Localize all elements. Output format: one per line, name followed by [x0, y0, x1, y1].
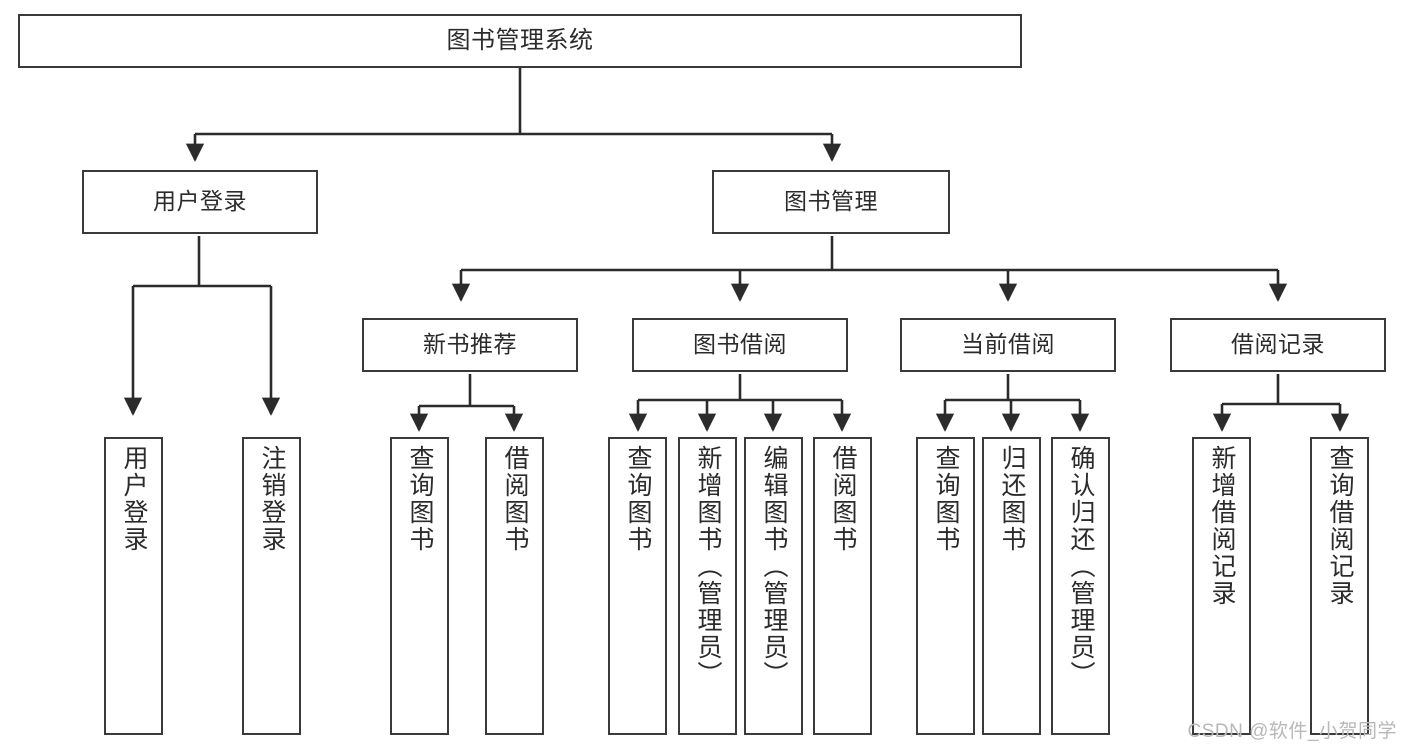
node-new-book-recommend[interactable]: 新书推荐 — [362, 318, 578, 372]
leaf-user-login[interactable]: 用户登录 — [104, 437, 163, 735]
leaf-nb-borrow-books[interactable]: 借阅图书 — [485, 437, 544, 735]
node-label: 用户登录 — [153, 188, 247, 215]
node-label: 确认归还（管理员） — [1067, 445, 1095, 688]
node-label: 查询图书 — [932, 445, 960, 553]
leaf-nb-query-books[interactable]: 查询图书 — [390, 437, 449, 735]
leaf-cb-confirm-return-admin[interactable]: 确认归还（管理员） — [1051, 437, 1110, 735]
node-label: 当前借阅 — [961, 331, 1055, 358]
node-borrow-records[interactable]: 借阅记录 — [1170, 318, 1386, 372]
node-book-management[interactable]: 图书管理 — [712, 170, 950, 234]
node-label: 用户登录 — [120, 445, 148, 553]
node-label: 归还图书 — [998, 445, 1026, 553]
leaf-bb-borrow-books[interactable]: 借阅图书 — [813, 437, 872, 735]
node-current-borrow[interactable]: 当前借阅 — [900, 318, 1116, 372]
node-label: 图书借阅 — [693, 331, 787, 358]
node-label: 注销登录 — [258, 445, 286, 553]
node-label: 借阅图书 — [501, 445, 529, 553]
leaf-br-query-record[interactable]: 查询借阅记录 — [1310, 437, 1369, 735]
node-label: 图书管理 — [784, 188, 878, 215]
leaf-bb-query-books[interactable]: 查询图书 — [608, 437, 667, 735]
node-label: 新书推荐 — [423, 331, 517, 358]
node-label: 编辑图书（管理员） — [760, 445, 788, 688]
node-label: 查询借阅记录 — [1326, 445, 1354, 607]
node-label: 借阅记录 — [1231, 331, 1325, 358]
leaf-cb-query-books[interactable]: 查询图书 — [916, 437, 975, 735]
node-label: 新增借阅记录 — [1208, 445, 1236, 607]
csdn-watermark: CSDN @软件_小贺同学 — [1187, 721, 1397, 742]
node-label: 查询图书 — [624, 445, 652, 553]
node-book-borrow[interactable]: 图书借阅 — [632, 318, 848, 372]
leaf-bb-add-book-admin[interactable]: 新增图书（管理员） — [678, 437, 737, 735]
leaf-logout[interactable]: 注销登录 — [242, 437, 301, 735]
node-label: 查询图书 — [406, 445, 434, 553]
node-label: 借阅图书 — [829, 445, 857, 553]
leaf-br-add-record[interactable]: 新增借阅记录 — [1192, 437, 1251, 735]
node-label: 新增图书（管理员） — [694, 445, 722, 688]
leaf-bb-edit-book-admin[interactable]: 编辑图书（管理员） — [744, 437, 803, 735]
node-user-login[interactable]: 用户登录 — [82, 170, 318, 234]
node-root-system[interactable]: 图书管理系统 — [18, 14, 1022, 68]
leaf-cb-return-books[interactable]: 归还图书 — [982, 437, 1041, 735]
node-label: 图书管理系统 — [446, 26, 594, 54]
